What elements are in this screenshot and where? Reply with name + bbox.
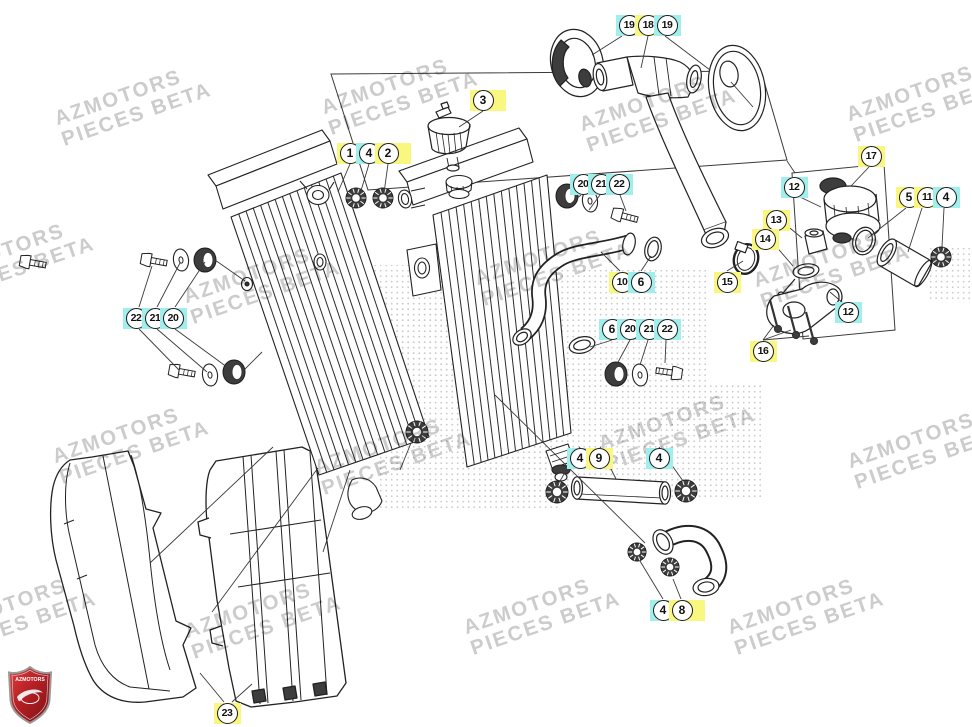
- seal-grommet-part19: [549, 28, 605, 98]
- radiator-left-core: [230, 172, 430, 476]
- azmotors-logo: AZMOTORS: [7, 665, 53, 725]
- knurled-nut: [345, 187, 367, 209]
- callout-13[interactable]: 13: [765, 209, 787, 231]
- logo-inner-line: [11, 669, 49, 720]
- logo-ellipse: [20, 692, 40, 704]
- hose-clamp-part15: [732, 240, 760, 276]
- callout-9[interactable]: 9: [588, 447, 610, 469]
- callout-19[interactable]: 19: [656, 14, 678, 36]
- radiator-right-core: [432, 174, 572, 468]
- breather-disc-part19: [707, 44, 767, 132]
- callout-2[interactable]: 2: [377, 142, 399, 164]
- upper-hose-part10: [512, 232, 636, 346]
- callout-17[interactable]: 17: [860, 145, 882, 167]
- elbow-hose-part8: [652, 524, 728, 597]
- thermostat-frame-outline: [791, 163, 896, 340]
- knurled-nut: [660, 557, 680, 577]
- oring-part5: [852, 226, 876, 256]
- thermostat-assembly: [766, 177, 881, 346]
- callout-4[interactable]: 4: [935, 186, 957, 208]
- radiator-brackets: [240, 243, 442, 297]
- logo-shield: [7, 665, 53, 725]
- rubber-grommet: [222, 359, 246, 385]
- callout-23[interactable]: 23: [216, 702, 238, 724]
- radiator-right-tank: [397, 127, 534, 209]
- washer: [581, 189, 599, 213]
- knurled-nut: [372, 187, 394, 209]
- bolt: [18, 254, 47, 270]
- bolt: [139, 252, 168, 268]
- callout-6[interactable]: 6: [630, 271, 652, 293]
- knurled-nut: [627, 542, 647, 562]
- washer: [172, 248, 190, 272]
- callout-14[interactable]: 14: [754, 228, 776, 250]
- callout-16[interactable]: 16: [752, 340, 774, 362]
- overflow-pipe-part18: [592, 55, 730, 249]
- mounted-cap: [445, 174, 473, 200]
- radiator-cap-part3: [427, 101, 471, 172]
- callout-4[interactable]: 4: [648, 447, 670, 469]
- callout-19[interactable]: 19: [618, 14, 640, 36]
- rubber-grommet: [193, 247, 217, 273]
- sleeve-part11: [876, 238, 933, 288]
- callout-20[interactable]: 20: [162, 307, 184, 329]
- knurled-nut: [405, 420, 429, 444]
- bolt: [610, 207, 639, 223]
- knurled-nut: [930, 246, 952, 268]
- radiator-left-tank: [207, 129, 338, 210]
- callout-1[interactable]: 1: [339, 142, 361, 164]
- radiator-guards: [49, 446, 347, 708]
- callout-15[interactable]: 15: [716, 271, 738, 293]
- parts: [427, 28, 933, 597]
- washer: [201, 363, 219, 387]
- rubber-grommet: [604, 361, 628, 387]
- guard-left: [49, 450, 197, 703]
- bolt: [655, 365, 684, 381]
- guard-right: [197, 446, 347, 708]
- callout-12[interactable]: 12: [783, 176, 805, 198]
- callout-22[interactable]: 22: [608, 173, 630, 195]
- callout-12[interactable]: 12: [837, 301, 859, 323]
- washer: [631, 363, 649, 387]
- callout-22[interactable]: 22: [656, 318, 678, 340]
- radiators: [207, 127, 575, 520]
- logo-swoosh: [17, 689, 43, 702]
- callout-8[interactable]: 8: [671, 599, 693, 621]
- knurled-nut: [674, 479, 698, 503]
- logo-text: AZMOTORS: [15, 677, 45, 683]
- callout-3[interactable]: 3: [472, 89, 494, 111]
- hose-ring-part6: [644, 236, 662, 262]
- oval-seal-part6: [568, 336, 596, 354]
- knurled-nut: [545, 480, 569, 504]
